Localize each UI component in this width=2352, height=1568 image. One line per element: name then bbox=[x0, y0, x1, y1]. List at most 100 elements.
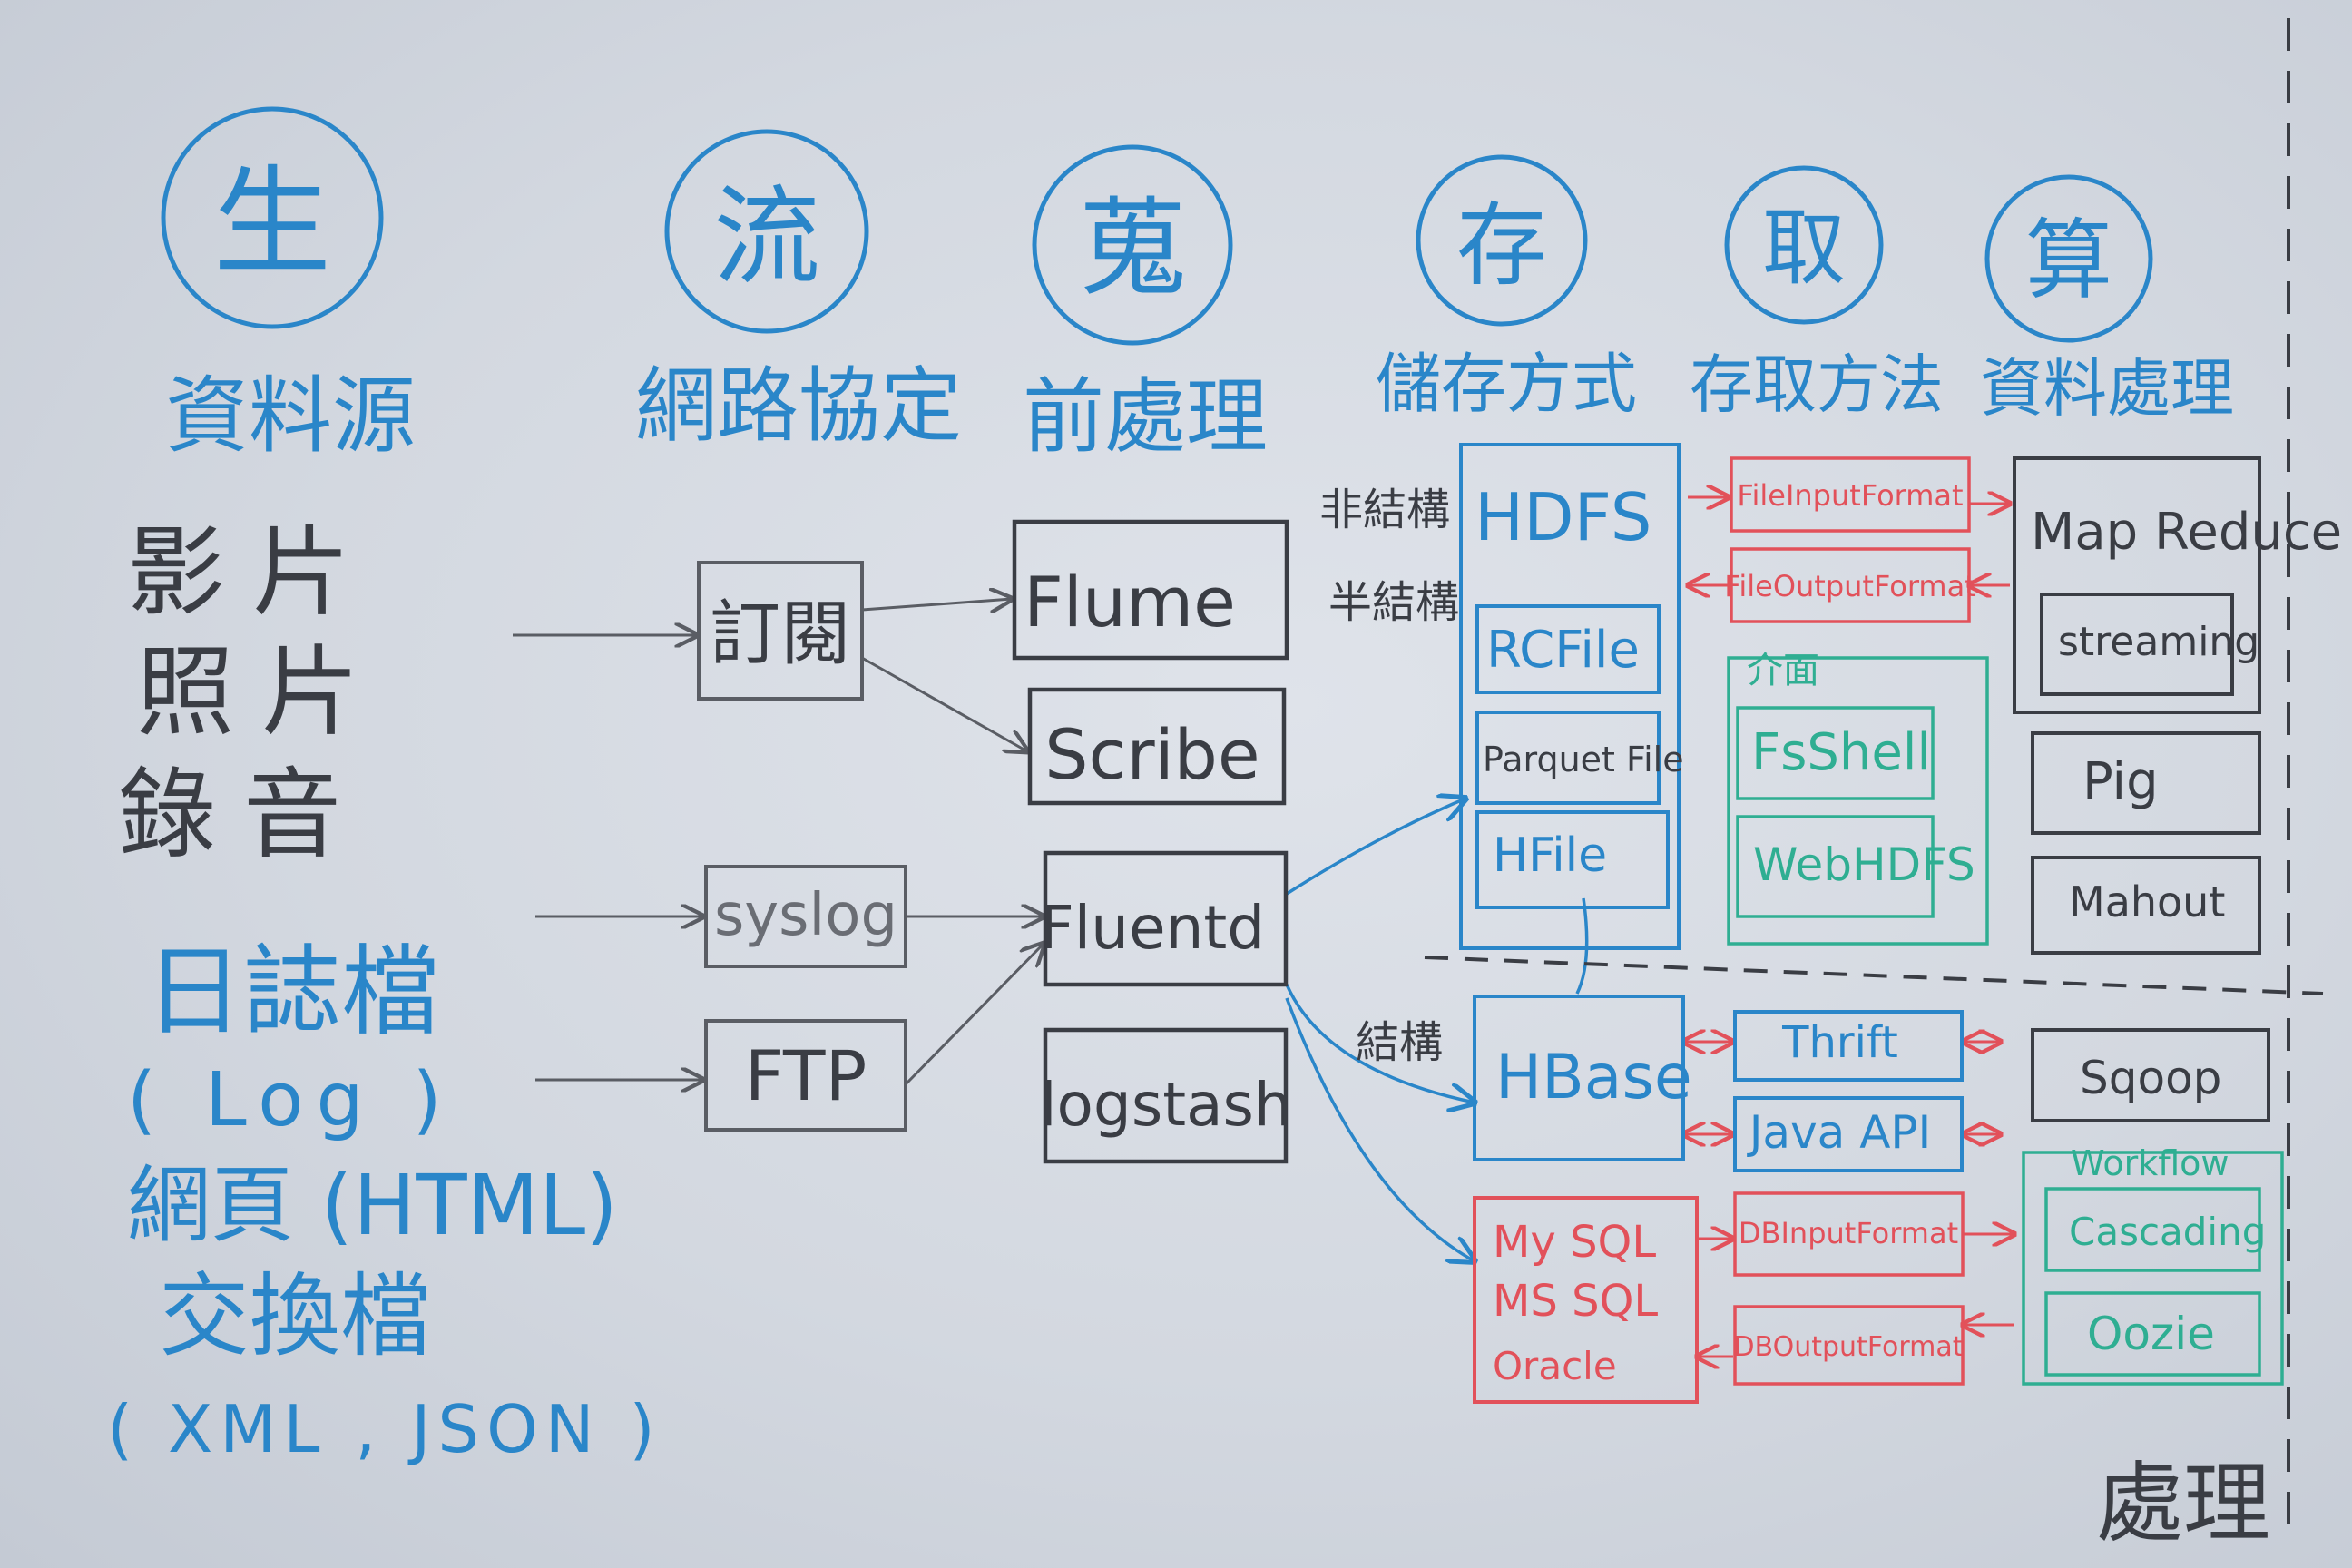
processing-green-labels: Workflow Cascading Oozie bbox=[2069, 1143, 2266, 1360]
source-log-sub: ( Log ) bbox=[127, 1057, 455, 1143]
access-red-labels: FileInputFormat FileOutputFormat DBInput… bbox=[1724, 478, 1975, 1363]
box-syslog bbox=[704, 865, 907, 968]
access-blue-boxes bbox=[1733, 1010, 1964, 1172]
stage-circle-qu bbox=[1724, 165, 1884, 325]
source-exchange: 交換檔 bbox=[159, 1263, 431, 1369]
storage-labels: HDFS RCFile Parquet File HFile HBase bbox=[1475, 479, 1692, 1113]
stage-label-5: 存取方法 bbox=[1690, 348, 1944, 422]
box-oozie bbox=[2044, 1291, 2261, 1377]
stage-char-2: 流 bbox=[713, 174, 820, 299]
processing-black-labels: Map Reduce streaming Pig Mahout Sqoop bbox=[2031, 503, 2342, 1104]
storage-boxes bbox=[1459, 443, 1685, 1161]
stage-char-4: 存 bbox=[1456, 192, 1547, 299]
hadoop-divider bbox=[1424, 956, 2324, 995]
blue-connectors bbox=[1285, 799, 1589, 1261]
source-web: 網頁 (HTML) bbox=[127, 1157, 618, 1254]
access-blue-labels: Thrift Java API bbox=[1747, 1017, 1932, 1159]
label-oracle: Oracle bbox=[1493, 1344, 1617, 1388]
label-logstash: logstash bbox=[1040, 1070, 1292, 1140]
collector-labels: Flume Scribe Fluentd logstash bbox=[1024, 562, 1292, 1140]
label-fileoutput: FileOutputFormat bbox=[1724, 569, 1975, 603]
box-thrift bbox=[1733, 1010, 1964, 1082]
box-fileoutput bbox=[1730, 547, 1971, 623]
label-dbinput: DBInputFormat bbox=[1739, 1216, 1958, 1250]
box-interface bbox=[1727, 656, 1989, 946]
stage-chars: 生 流 蒐 存 取 算 bbox=[213, 153, 2112, 311]
label-unstructured: 非結構 bbox=[1319, 485, 1450, 535]
stage-circle-suan bbox=[1984, 174, 2153, 343]
label-semistructured: 半結構 bbox=[1328, 577, 1459, 628]
label-cascading: Cascading bbox=[2069, 1210, 2266, 1254]
text-sources: 日誌檔 ( Log ) 網頁 (HTML) 交換檔 ( XML , JSON ) bbox=[107, 936, 662, 1467]
stage-label-6: 資料處理 bbox=[1980, 351, 2234, 426]
label-syslog: syslog bbox=[714, 882, 897, 949]
stage-char-6: 算 bbox=[2025, 210, 2112, 311]
label-pig: Pig bbox=[2082, 752, 2159, 811]
box-rdbms bbox=[1473, 1196, 1699, 1404]
rdbms-labels: My SQL MS SQL Oracle bbox=[1493, 1217, 1658, 1388]
red-connectors bbox=[1683, 497, 2014, 1357]
box-rcfile bbox=[1475, 604, 1661, 694]
box-hdfs bbox=[1459, 443, 1681, 950]
processing-green-boxes bbox=[2022, 1151, 2284, 1386]
label-webhdfs: WebHDFS bbox=[1753, 838, 1975, 891]
footer-processing: 處理 bbox=[2096, 1453, 2270, 1554]
box-mapreduce bbox=[2013, 456, 2261, 714]
stage-circle-sou bbox=[1032, 144, 1233, 346]
media-sources: 影片 照片 錄音 bbox=[118, 516, 387, 872]
label-flume: Flume bbox=[1024, 562, 1236, 642]
label-scribe: Scribe bbox=[1044, 714, 1259, 795]
label-fluentd: Fluentd bbox=[1040, 893, 1265, 963]
protocol-boxes bbox=[697, 561, 907, 1132]
black-connectors bbox=[513, 599, 1044, 1084]
box-webhdfs bbox=[1736, 815, 1935, 918]
label-parquet: Parquet File bbox=[1483, 740, 1684, 779]
stage-char-3: 蒐 bbox=[1079, 186, 1186, 311]
source-audio: 錄音 bbox=[118, 759, 368, 872]
label-javaapi: Java API bbox=[1747, 1106, 1932, 1159]
box-hbase bbox=[1473, 995, 1685, 1161]
label-mapreduce: Map Reduce bbox=[2031, 503, 2342, 562]
box-hfile bbox=[1475, 810, 1670, 909]
arrow-fluentd-hbase bbox=[1285, 984, 1475, 1102]
stage-labels: 資料源 網路協定 前處理 儲存方式 存取方法 資料處理 bbox=[165, 346, 2234, 465]
label-structured: 結構 bbox=[1356, 1017, 1443, 1068]
box-dbinput bbox=[1733, 1191, 1965, 1277]
label-hbase: HBase bbox=[1495, 1042, 1692, 1113]
box-sqoop bbox=[2031, 1028, 2270, 1122]
processing-black-boxes bbox=[2013, 456, 2270, 1122]
box-streaming bbox=[2040, 593, 2234, 696]
stage-char-1: 生 bbox=[213, 153, 331, 291]
label-fileinput: FileInputFormat bbox=[1737, 478, 1963, 513]
label-oozie: Oozie bbox=[2087, 1308, 2215, 1360]
label-thrift: Thrift bbox=[1781, 1017, 1898, 1068]
label-rcfile: RCFile bbox=[1486, 621, 1640, 680]
link-hfile-hbase bbox=[1575, 897, 1589, 995]
arrow-fluentd-rdbms bbox=[1285, 997, 1475, 1261]
stage-circle-liu bbox=[664, 129, 869, 334]
arrow-subscribe-scribe bbox=[861, 656, 1027, 751]
access-red-boxes bbox=[1730, 456, 1971, 1386]
box-subscribe bbox=[697, 561, 864, 701]
box-fluentd bbox=[1043, 850, 1289, 987]
source-photo: 照片 bbox=[136, 636, 387, 750]
box-parquet bbox=[1475, 710, 1661, 805]
stage-label-3: 前處理 bbox=[1023, 369, 1268, 465]
arrow-ftp-fluentd bbox=[904, 944, 1044, 1086]
box-dboutput bbox=[1733, 1305, 1965, 1386]
source-log: 日誌檔 bbox=[145, 936, 439, 1049]
protocol-labels: 訂閱 syslog FTP bbox=[710, 593, 897, 1116]
stage-label-4: 儲存方式 bbox=[1376, 346, 1637, 422]
stage-circle-sheng bbox=[161, 106, 384, 329]
stage-label-1: 資料源 bbox=[165, 368, 416, 465]
source-video: 影片 bbox=[127, 516, 377, 630]
box-mahout bbox=[2031, 856, 2261, 955]
label-fsshell: FsShell bbox=[1751, 723, 1931, 782]
source-exchange-sub: ( XML , JSON ) bbox=[107, 1391, 662, 1467]
box-cascading bbox=[2044, 1187, 2261, 1272]
collector-boxes bbox=[1012, 519, 1289, 1164]
box-workflow bbox=[2022, 1151, 2284, 1386]
box-javaapi bbox=[1733, 1096, 1964, 1172]
box-ftp bbox=[704, 1019, 907, 1132]
